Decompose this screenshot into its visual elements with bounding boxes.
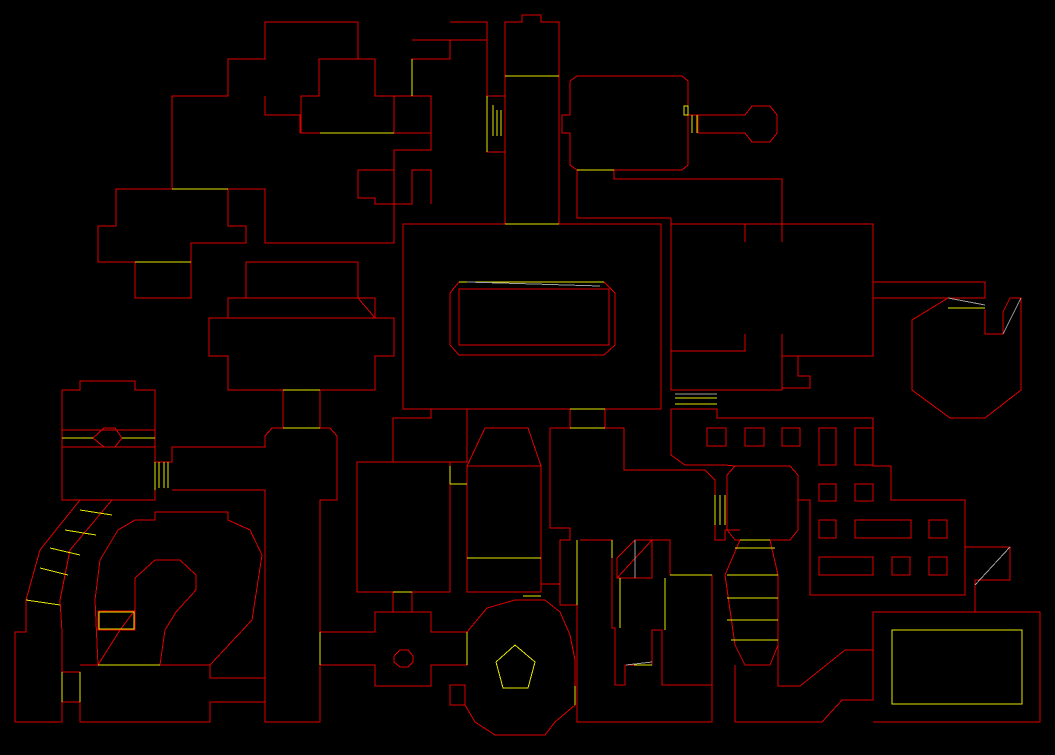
door-marker-lines	[25, 59, 1023, 705]
automap-wall-lines	[14, 14, 1041, 736]
lift-marker-lines	[466, 281, 1022, 666]
